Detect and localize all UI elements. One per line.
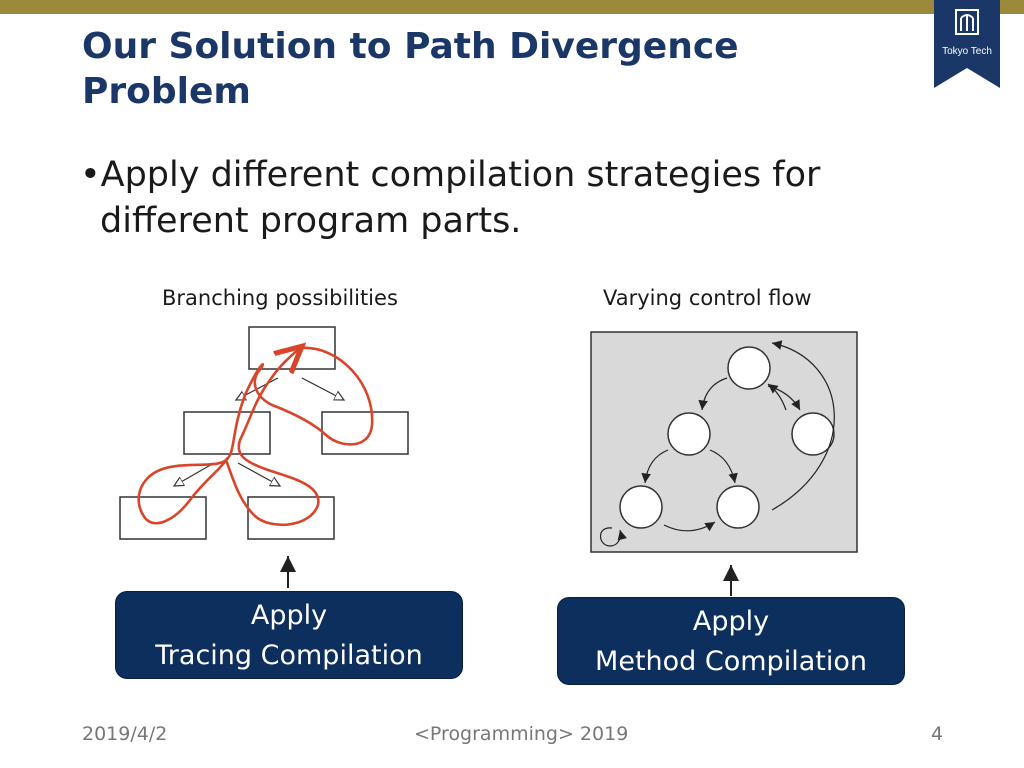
tree-box-mid-right — [321, 411, 409, 455]
bullet-line-2: different program parts. — [100, 201, 522, 241]
flow-self-loop — [599, 527, 627, 547]
flow-edge — [767, 385, 801, 411]
apply-tracing-box: Apply Tracing Compilation — [115, 591, 463, 679]
apply-tracing-line-1: Apply — [250, 600, 328, 631]
tree-box-leaf-right — [247, 496, 335, 540]
top-accent-bar — [0, 0, 1024, 14]
tree-edge — [237, 462, 280, 486]
flow-node-top — [727, 346, 771, 390]
control-flow-caption: Varying control flow — [603, 286, 812, 310]
flow-edge — [709, 449, 738, 484]
apply-method-box: Apply Method Compilation — [557, 597, 905, 685]
slide-title: Our Solution to Path Divergence Problem — [82, 26, 739, 112]
trace-path — [137, 348, 374, 527]
apply-tracing-line-2: Tracing Compilation — [155, 640, 423, 671]
footer-date: 2019/4/2 — [82, 723, 168, 745]
branching-caption: Branching possibilities — [162, 286, 398, 310]
bullet-point: •Apply different compilation strategies … — [80, 152, 880, 244]
flow-node-mid-left — [667, 412, 711, 456]
logo-label: Tokyo Tech — [942, 46, 992, 57]
flow-edge — [771, 340, 835, 511]
tree-box-leaf-left — [119, 496, 207, 540]
control-flow-diagram — [590, 331, 858, 596]
branching-tree-diagram — [119, 326, 409, 588]
tree-box-root — [248, 326, 336, 370]
footer-conference: <Programming> 2019 — [414, 723, 629, 745]
tree-edge — [301, 377, 344, 400]
apply-method-line-1: Apply — [692, 606, 770, 637]
tokyo-tech-logo — [934, 0, 1000, 88]
tree-box-mid-left — [183, 411, 271, 455]
apply-method-line-2: Method Compilation — [595, 646, 867, 677]
bullet-line-1: •Apply different compilation strategies … — [80, 155, 821, 195]
flow-edge — [767, 383, 787, 411]
flow-node-bottom-left — [619, 485, 663, 529]
flow-edge — [698, 377, 728, 411]
flow-edge — [663, 521, 716, 532]
flow-node-mid-right — [791, 412, 835, 456]
flow-node-bottom-right — [716, 485, 760, 529]
page-number: 4 — [931, 723, 944, 745]
flow-edge — [641, 449, 669, 484]
tree-edge — [174, 462, 215, 486]
